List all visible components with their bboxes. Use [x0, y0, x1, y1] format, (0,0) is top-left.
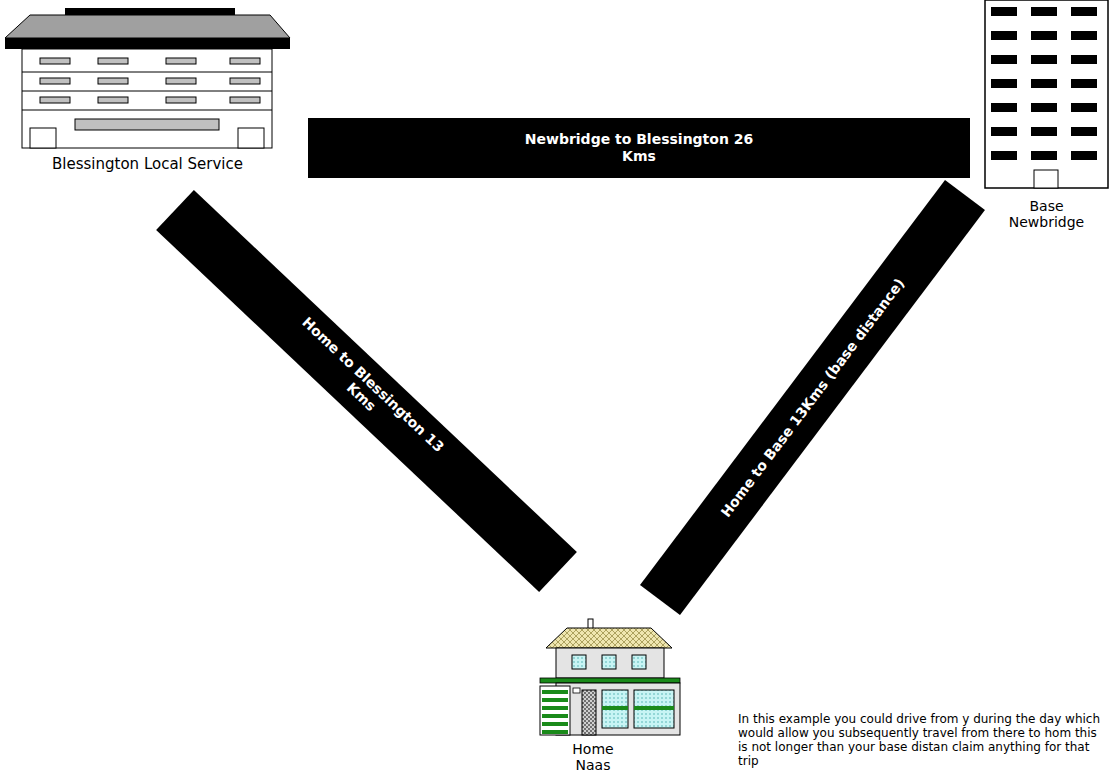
place-caption: Home Naas	[563, 741, 623, 773]
distance-band	[660, 195, 985, 625]
building-node: Base Newbridge	[985, 0, 1108, 230]
distance-label: Home to Base 13Kms (base distance)	[715, 272, 911, 524]
distance-band	[175, 173, 558, 625]
office-building	[5, 8, 290, 148]
distance-band	[290, 118, 985, 178]
distance-label: Home to Blessington 13 Kms	[283, 311, 450, 472]
distance-label: Newbridge to Blessington 26 Kms	[515, 131, 763, 165]
building-node: Blessington Local Service	[5, 8, 290, 173]
building-node: Home Naas	[520, 625, 666, 773]
explanatory-note: In this example you could drive from y d…	[738, 712, 1104, 768]
house	[540, 619, 680, 735]
place-caption: Base Newbridge	[1006, 198, 1088, 230]
place-caption: Blessington Local Service	[52, 155, 243, 173]
base-building	[985, 0, 1108, 188]
